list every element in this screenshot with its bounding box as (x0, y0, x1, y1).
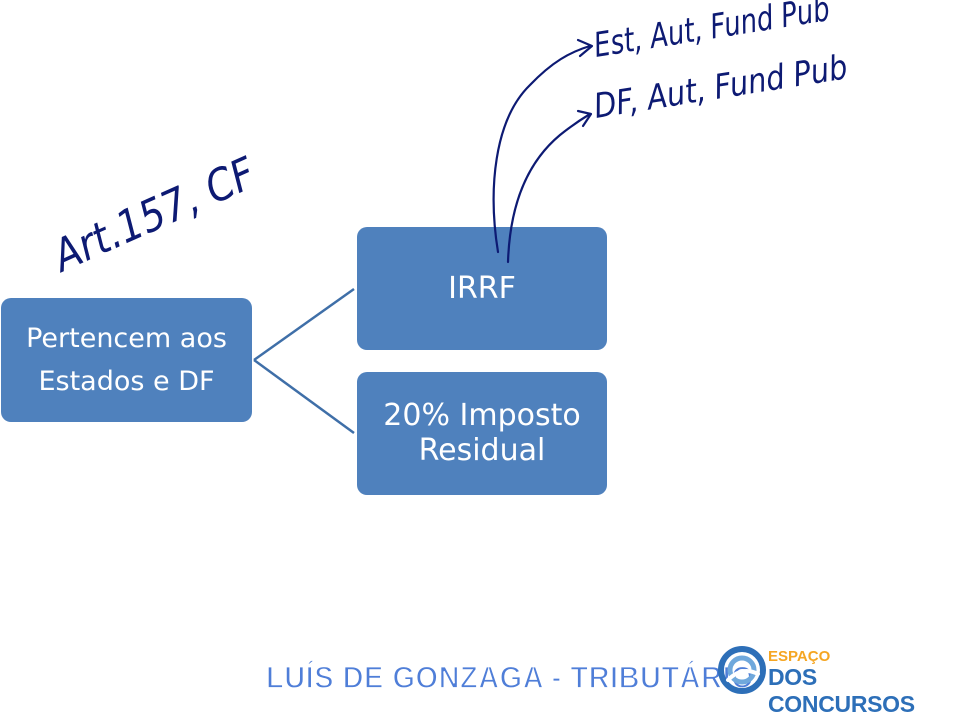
annotation-art-157: Art.157, CF (43, 148, 263, 283)
espaco-dos-concursos-logo: ESPAÇO DOS CONCURSOS (718, 644, 954, 717)
footer-title: LUÍS DE GONZAGA - TRIBUTÁRIO (265, 660, 755, 697)
ink-arrow-1 (492, 44, 592, 254)
logo-swirl-icon (718, 646, 766, 694)
root-node-line2: Estados e DF (38, 366, 215, 397)
connector-to-irrf (253, 287, 355, 362)
ink-arrow-2 (506, 112, 592, 264)
child-node-irrf-label: IRRF (448, 271, 516, 306)
connector-to-residual (253, 358, 355, 435)
root-node: Pertencem aos Estados e DF (1, 298, 252, 422)
logo-text-espaco: ESPAÇO (768, 648, 831, 665)
root-node-line1: Pertencem aos (26, 323, 227, 354)
ink-arrow-2-head (576, 109, 593, 128)
child-node-residual-line1: 20% Imposto (383, 398, 581, 433)
child-node-residual: 20% Imposto Residual (357, 372, 607, 495)
logo-text-dos-concursos: DOS CONCURSOS (768, 664, 915, 717)
ink-arrow-1-head (576, 38, 594, 58)
child-node-residual-line2: Residual (418, 432, 546, 468)
child-node-irrf: IRRF (357, 227, 607, 350)
